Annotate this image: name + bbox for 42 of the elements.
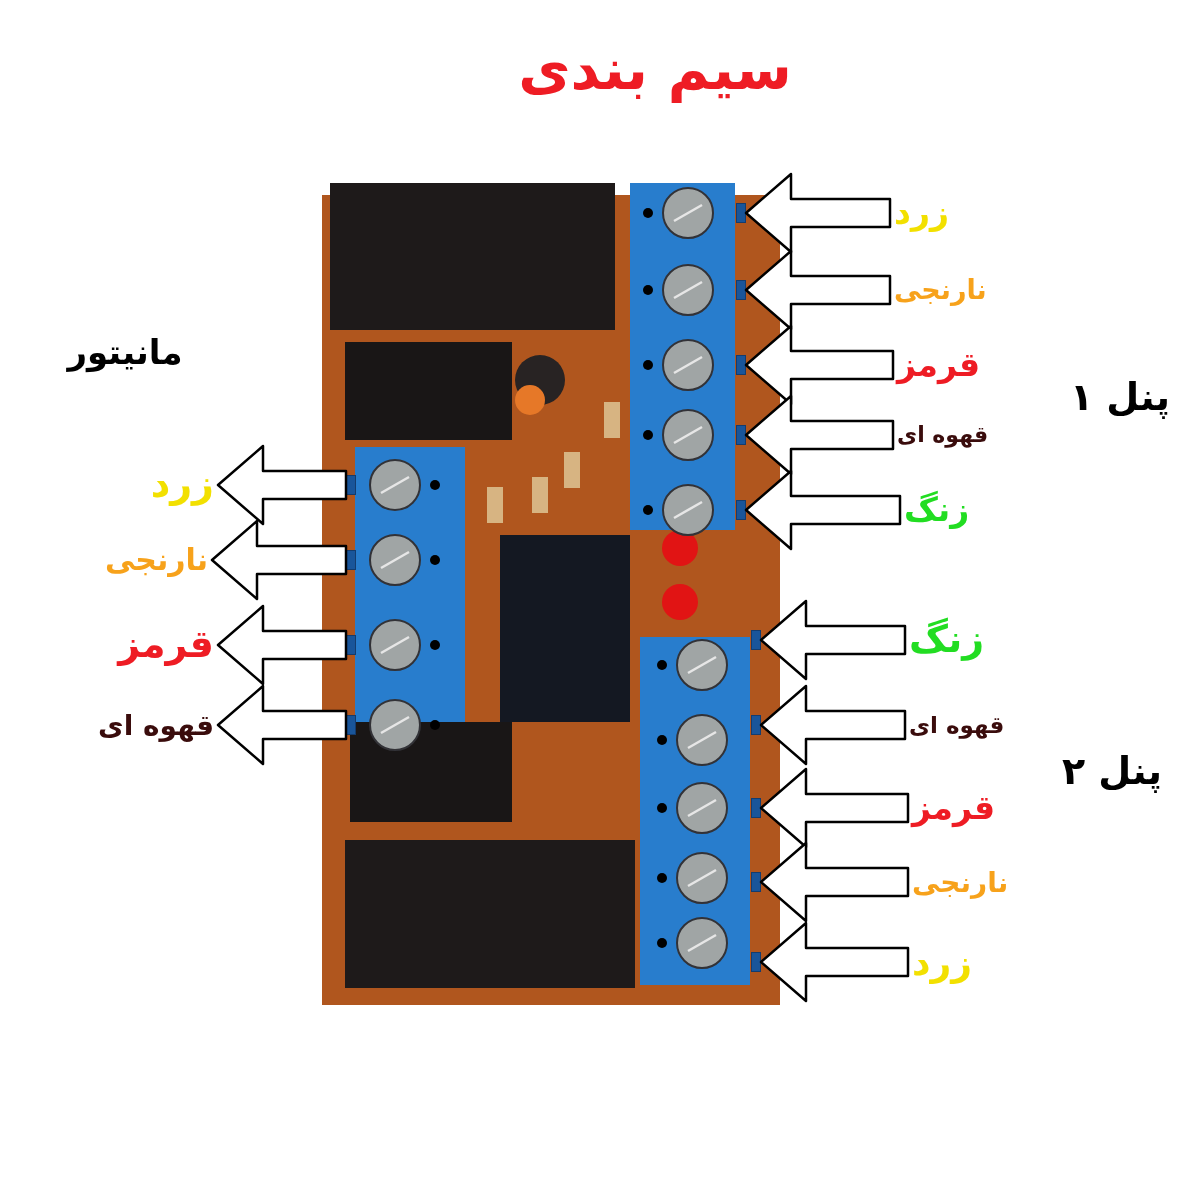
wire-colour-label: قرمز [908, 785, 1000, 831]
wire-colour-label: قرمز [893, 342, 985, 388]
wire-colour-label: نارنجی [908, 862, 1013, 902]
wire-colour-label: نارنجی [100, 539, 212, 581]
wire-colour-label: زنگ [905, 614, 989, 666]
terminal-slot [736, 203, 746, 223]
arrow [759, 684, 907, 766]
wire-colour-label: قهوه ای [905, 708, 1009, 742]
terminal-slot [736, 355, 746, 375]
wire-colour-label: زرد [146, 459, 218, 511]
terminal-slot [751, 715, 761, 735]
terminal-slot [736, 280, 746, 300]
arrow [210, 519, 348, 601]
title: سیم بندی [517, 35, 793, 105]
terminal-slot [751, 630, 761, 650]
terminal-slot [346, 550, 356, 570]
terminal-slot [346, 475, 356, 495]
terminal-slot [736, 500, 746, 520]
terminal-slot [346, 715, 356, 735]
wire-colour-label: زنگ [900, 487, 974, 533]
terminal-slot [751, 952, 761, 972]
arrow [759, 841, 910, 923]
terminal-slot [751, 798, 761, 818]
arrow [216, 444, 348, 526]
arrow [216, 604, 348, 686]
arrow [216, 684, 348, 766]
arrow [744, 469, 902, 551]
panel-label: پنل ۱ [1068, 374, 1172, 422]
wire-colour-label: زرد [908, 937, 976, 987]
wire-colour-label: قرمز [114, 619, 218, 671]
arrow [744, 172, 892, 254]
wire-colour-label: قهوه ای [94, 705, 218, 745]
wire-colour-label: قهوه ای [893, 419, 993, 451]
terminal-slot [346, 635, 356, 655]
terminal-slot [751, 872, 761, 892]
terminal-slot [736, 425, 746, 445]
arrow [759, 599, 907, 681]
panel-label: پنل ۲ [1060, 748, 1164, 796]
arrow [759, 921, 910, 1003]
wire-colour-label: نارنجی [890, 271, 991, 309]
monitor-label: مانیتور [65, 330, 184, 375]
wire-colour-label: زرد [890, 190, 953, 236]
